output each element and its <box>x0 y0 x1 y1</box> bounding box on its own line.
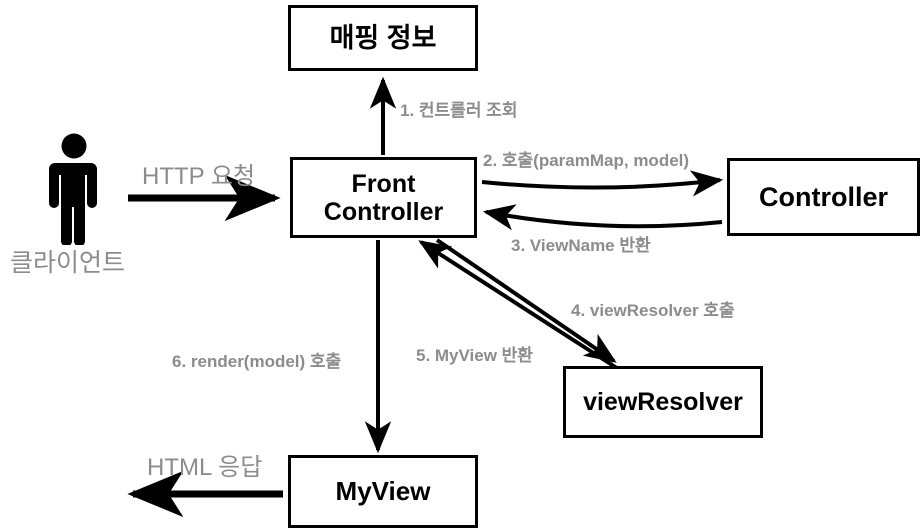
node-view-resolver[interactable]: viewResolver <box>563 366 763 438</box>
edge-label-step2: 2. 호출(paramMap, model) <box>483 151 690 170</box>
node-mapping-info-label: 매핑 정보 <box>329 22 437 53</box>
node-mapping-info[interactable]: 매핑 정보 <box>288 5 478 71</box>
edge-label-step4: 4. viewResolver 호출 <box>571 301 735 320</box>
actor-label-client: 클라이언트 <box>10 249 126 277</box>
person-icon <box>49 133 97 245</box>
node-front-controller-label: Front Controller <box>323 169 444 226</box>
arrow-step5 <box>418 240 625 374</box>
arrow-step2 <box>481 170 724 197</box>
edge-label-step6: 6. render(model) 호출 <box>172 352 342 371</box>
node-view-resolver-label: viewResolver <box>583 388 743 416</box>
node-controller[interactable]: Controller <box>727 158 920 236</box>
node-myview[interactable]: MyView <box>288 455 478 528</box>
edge-label-step3: 3. ViewName 반환 <box>511 236 651 255</box>
edge-label-html-response: HTML 응답 <box>147 454 263 481</box>
arrow-step4 <box>435 238 617 363</box>
node-controller-label: Controller <box>758 181 888 212</box>
node-front-controller[interactable]: Front Controller <box>290 157 477 238</box>
arrow-step3 <box>482 204 723 231</box>
node-myview-label: MyView <box>335 475 431 506</box>
edge-label-step1: 1. 컨트롤러 조회 <box>400 101 518 120</box>
edge-label-http-request: HTTP 요청 <box>142 163 256 190</box>
edge-label-step5: 5. MyView 반환 <box>416 346 533 365</box>
